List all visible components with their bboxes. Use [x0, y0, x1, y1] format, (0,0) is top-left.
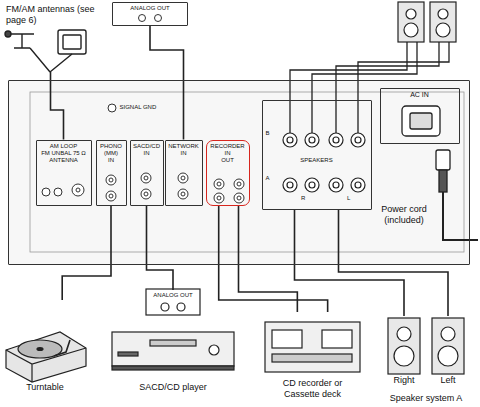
node-text: IN [144, 150, 150, 157]
node-text: FM/AM antennas (see page 6) [6, 4, 95, 26]
speaker-system-a [388, 318, 464, 374]
node-text: FM UNBAL 75 Ω [41, 150, 86, 157]
node-text: A [266, 175, 270, 182]
recorder-jack-block: RECORDERINOUT [206, 140, 250, 206]
turntable-illustration [6, 332, 86, 382]
speaker-terminals [283, 133, 365, 192]
source-jacks [139, 15, 162, 22]
cable [62, 206, 111, 301]
node-text: SPEAKERS [300, 157, 332, 164]
node-text: B [266, 130, 270, 137]
antenna-group: FM/AM antennas (see page 6) [4, 2, 97, 72]
turntable: Turntable [2, 300, 88, 395]
recorder-illustration [265, 322, 360, 372]
cable [150, 26, 184, 140]
panel-inner-edge [30, 92, 464, 252]
cable [147, 206, 174, 291]
recorder-deck: CD recorder or Cassette deck [262, 312, 363, 402]
network-input-block: NETWORKIN [165, 140, 203, 206]
channel-letter: R [301, 195, 305, 202]
channel-letter: L [347, 195, 350, 202]
cable [51, 72, 64, 140]
node-text: SACD/CD [133, 143, 160, 150]
speaker-terminal-block: SPEAKERS B A [262, 100, 372, 210]
node-text: OUT [221, 157, 234, 164]
node-text: IN [225, 150, 231, 157]
ac-inlet-block: AC IN [380, 88, 460, 144]
node-text: ANTENNA [49, 157, 78, 164]
node-text: AM LOOP [50, 143, 77, 150]
cable [239, 206, 298, 313]
node-text: IN [108, 157, 114, 164]
node-text: SIGNAL GND [120, 104, 157, 111]
node-text: ANALOG OUT [130, 5, 169, 12]
node-text: IN [181, 150, 187, 157]
panel-jacks [42, 173, 244, 203]
node-text: CD recorder or Cassette deck [264, 378, 361, 400]
speaker-caption: Speaker system A [378, 393, 474, 404]
phono-input-block: PHONO (MM)IN [96, 140, 127, 206]
sacd-player: ANALOG OUT SACD/CD player [108, 290, 238, 395]
cable [295, 210, 405, 317]
sacd-player-illustration [112, 289, 234, 370]
sacd-input-block: SACD/CDIN [130, 140, 164, 206]
node-text: Left [440, 375, 455, 386]
node-text: Right [393, 375, 414, 386]
cable [339, 210, 449, 317]
antenna-symbols [5, 30, 86, 72]
speaker-left: Left [428, 316, 468, 388]
node-text: SACD/CD player [139, 382, 207, 393]
node-text: ANALOG OUT [153, 292, 192, 299]
antenna-terminal-block: AM LOOPFM UNBAL 75 ΩANTENNA [36, 140, 92, 206]
ground-screw [108, 104, 116, 112]
power-cord-caption: Power cord (included) [376, 204, 432, 226]
node-text: RECORDER [210, 143, 244, 150]
source-device: ANALOG OUT [112, 2, 188, 26]
node-text: Turntable [26, 382, 64, 393]
node-text: NETWORK [168, 143, 199, 150]
speaker-right: Right [384, 316, 424, 388]
amplifier-panel: SIGNAL GNDAM LOOPFM UNBAL 75 ΩANTENNAPHO… [8, 80, 470, 265]
cable [219, 206, 328, 313]
speaker-system-b [398, 2, 456, 42]
node-text: PHONO (MM) [99, 143, 124, 157]
node-text: AC IN [410, 91, 429, 99]
